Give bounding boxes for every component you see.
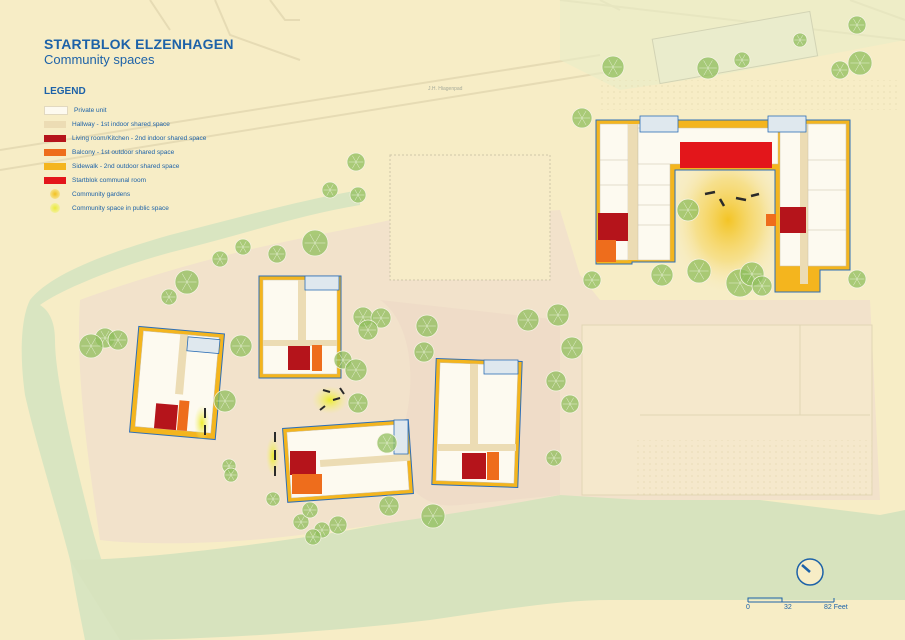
map-title: STARTBLOK ELZENHAGEN <box>44 36 234 52</box>
tree-branch <box>382 435 392 451</box>
tree-branch <box>550 452 558 464</box>
tree-branch <box>853 18 861 32</box>
north-arrow-icon <box>796 558 824 586</box>
tree-branch <box>236 338 246 354</box>
legend-item-community-gardens: Community gardens <box>44 187 264 201</box>
legend-swatch <box>50 203 60 213</box>
legend-item-private-unit: Private unit <box>44 103 264 117</box>
tree-branch <box>608 59 618 75</box>
legend-label: Balcony - 1st outdoor shared space <box>72 148 175 156</box>
tree-branch <box>113 332 123 348</box>
road-label: J.H. Hiagenpad <box>428 86 463 92</box>
legend-label: Community space in public space <box>72 204 169 212</box>
tree-branch <box>309 531 317 543</box>
tree-branch <box>523 312 533 328</box>
legend-swatch <box>44 134 66 142</box>
legend-item-living-room: Living room/Kitchen - 2nd indoor shared … <box>44 131 264 145</box>
tree-branch <box>326 184 334 196</box>
garden-benches <box>704 190 760 207</box>
public-community-spaces <box>194 386 348 476</box>
tree-branch <box>703 60 713 76</box>
legend-item-communal-room: Startblok communal room <box>44 173 264 187</box>
tree-branch <box>796 35 804 45</box>
tree-branch <box>363 322 373 338</box>
tree-branch <box>738 54 746 66</box>
legend: LEGEND Private unit Hallway - 1st indoor… <box>44 86 264 215</box>
tree-branch <box>339 353 347 367</box>
tree-branch <box>693 262 705 280</box>
tree-branch <box>577 110 587 126</box>
tree-branch <box>551 373 561 389</box>
legend-swatch <box>44 105 68 115</box>
tree-branch <box>85 337 97 355</box>
map-subtitle: Community spaces <box>44 52 155 67</box>
tree-branch <box>566 397 574 411</box>
tree-branch <box>297 516 305 528</box>
tree-branch <box>588 273 596 287</box>
legend-label: Hallway - 1st indoor shared space <box>72 120 170 128</box>
tree-branch <box>334 518 342 532</box>
trees <box>78 15 873 546</box>
building-a <box>129 325 225 441</box>
legend-swatch <box>44 148 66 156</box>
scale-bar-graphic <box>747 597 835 603</box>
community-garden-glow <box>668 145 788 295</box>
scale-tick-82: 82 Feet <box>824 604 848 611</box>
tree-branch <box>757 278 767 294</box>
tree-branch <box>353 395 363 411</box>
parking-fields <box>389 10 900 496</box>
tree-branch <box>354 189 362 201</box>
tree-branch <box>376 310 386 326</box>
tree-branch <box>427 507 439 525</box>
tree-branch <box>216 253 224 265</box>
tree-branch <box>419 344 429 360</box>
legend-item-sidewalk: Sidewalk - 2nd outdoor shared space <box>44 159 264 173</box>
tree-branch <box>657 267 667 283</box>
legend-label: Sidewalk - 2nd outdoor shared space <box>72 162 180 170</box>
tree-branch <box>309 233 321 253</box>
legend-label: Private unit <box>74 106 107 114</box>
tree-branch <box>220 393 230 409</box>
scale-bar: 0 32 82 Feet <box>746 596 848 616</box>
tree-branch <box>306 504 314 516</box>
building-b <box>258 275 342 379</box>
legend-item-hallway: Hallway - 1st indoor shared space <box>44 117 264 131</box>
legend-heading: LEGEND <box>44 86 86 97</box>
tree-branch <box>746 265 758 283</box>
scale-tick-0: 0 <box>746 604 750 611</box>
tree-branch <box>384 498 394 514</box>
tree-branch <box>422 318 432 334</box>
building-complex-ne <box>595 115 851 293</box>
tree-branch <box>567 340 577 356</box>
tree-branch <box>553 307 563 323</box>
legend-swatch <box>44 120 66 128</box>
tree-branch <box>352 155 360 169</box>
tree-branch <box>836 63 844 77</box>
legend-swatch <box>50 189 60 199</box>
legend-label: Community gardens <box>72 190 131 198</box>
tree-branch <box>358 309 368 325</box>
tree-branch <box>683 202 693 218</box>
building-d <box>431 358 523 488</box>
legend-swatch <box>44 176 66 184</box>
legend-item-public-community-space: Community space in public space <box>44 201 264 215</box>
tree-branch <box>853 272 861 286</box>
legend-label: Startblok communal room <box>72 176 147 184</box>
tree-branch <box>273 247 281 261</box>
tree-branch <box>351 362 361 378</box>
tree-branch <box>227 470 235 480</box>
legend-item-balcony: Balcony - 1st outdoor shared space <box>44 145 264 159</box>
tree-branch <box>165 291 173 303</box>
tree-branch <box>854 54 866 72</box>
tree-branch <box>239 241 247 253</box>
legend-label: Living room/Kitchen - 2nd indoor shared … <box>72 134 207 142</box>
tree-branch <box>181 273 193 291</box>
tree-branch <box>269 494 277 504</box>
legend-swatch <box>44 162 66 170</box>
scale-tick-32: 32 <box>784 604 792 611</box>
building-c <box>282 419 414 503</box>
